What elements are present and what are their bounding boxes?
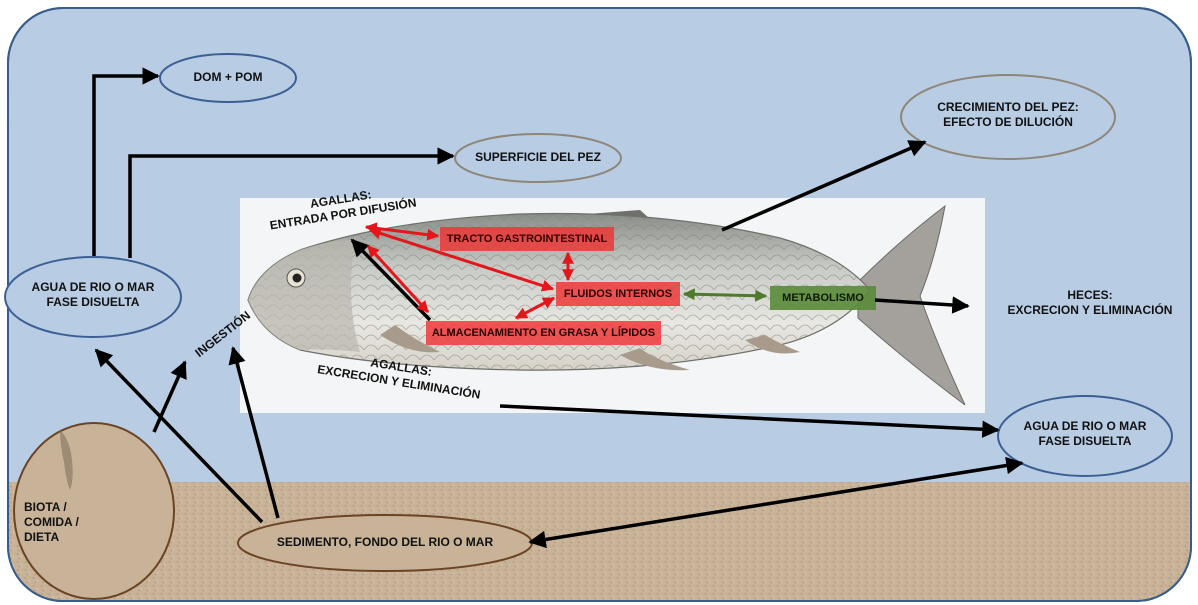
agua-left-line2: FASE DISUELTA: [13, 295, 173, 310]
superficie-label: SUPERFICIE DEL PEZ: [470, 150, 606, 165]
metabolismo-label: METABOLISMO: [770, 287, 876, 309]
biota-label: BIOTA / COMIDA / DIETA: [24, 500, 94, 545]
biota-line1: BIOTA /: [24, 500, 94, 515]
agua-right-line2: FASE DISUELTA: [1005, 434, 1165, 449]
crecimiento-line2: EFECTO DE DILUCIÓN: [918, 115, 1098, 130]
heces-label: HECES: EXCRECION Y ELIMINACIÓN: [995, 288, 1185, 318]
biota-line3: DIETA: [24, 530, 94, 545]
almacenamiento-label: ALMACENAMIENTO EN GRASA Y LÍPIDOS: [426, 322, 661, 344]
sediment-layer: [8, 482, 1191, 605]
sedimento-label: SEDIMENTO, FONDO DEL RIO O MAR: [250, 535, 520, 550]
fluidos-label: FLUIDOS INTERNOS: [556, 283, 680, 305]
crecimiento-label: CRECIMIENTO DEL PEZ: EFECTO DE DILUCIÓN: [918, 100, 1098, 130]
heces-line1: HECES:: [995, 288, 1185, 303]
agua-left-line1: AGUA DE RIO O MAR: [13, 280, 173, 295]
biota-line2: COMIDA /: [24, 515, 94, 530]
tracto-label: TRACTO GASTROINTESTINAL: [440, 228, 614, 250]
agua-right-line1: AGUA DE RIO O MAR: [1005, 419, 1165, 434]
dom-pom-label: DOM + POM: [178, 70, 278, 85]
heces-line2: EXCRECION Y ELIMINACIÓN: [995, 303, 1185, 318]
arrow-fluidos-metabolismo: [684, 294, 766, 296]
agua-right-label: AGUA DE RIO O MAR FASE DISUELTA: [1005, 419, 1165, 449]
agua-left-label: AGUA DE RIO O MAR FASE DISUELTA: [13, 280, 173, 310]
crecimiento-line1: CRECIMIENTO DEL PEZ:: [918, 100, 1098, 115]
